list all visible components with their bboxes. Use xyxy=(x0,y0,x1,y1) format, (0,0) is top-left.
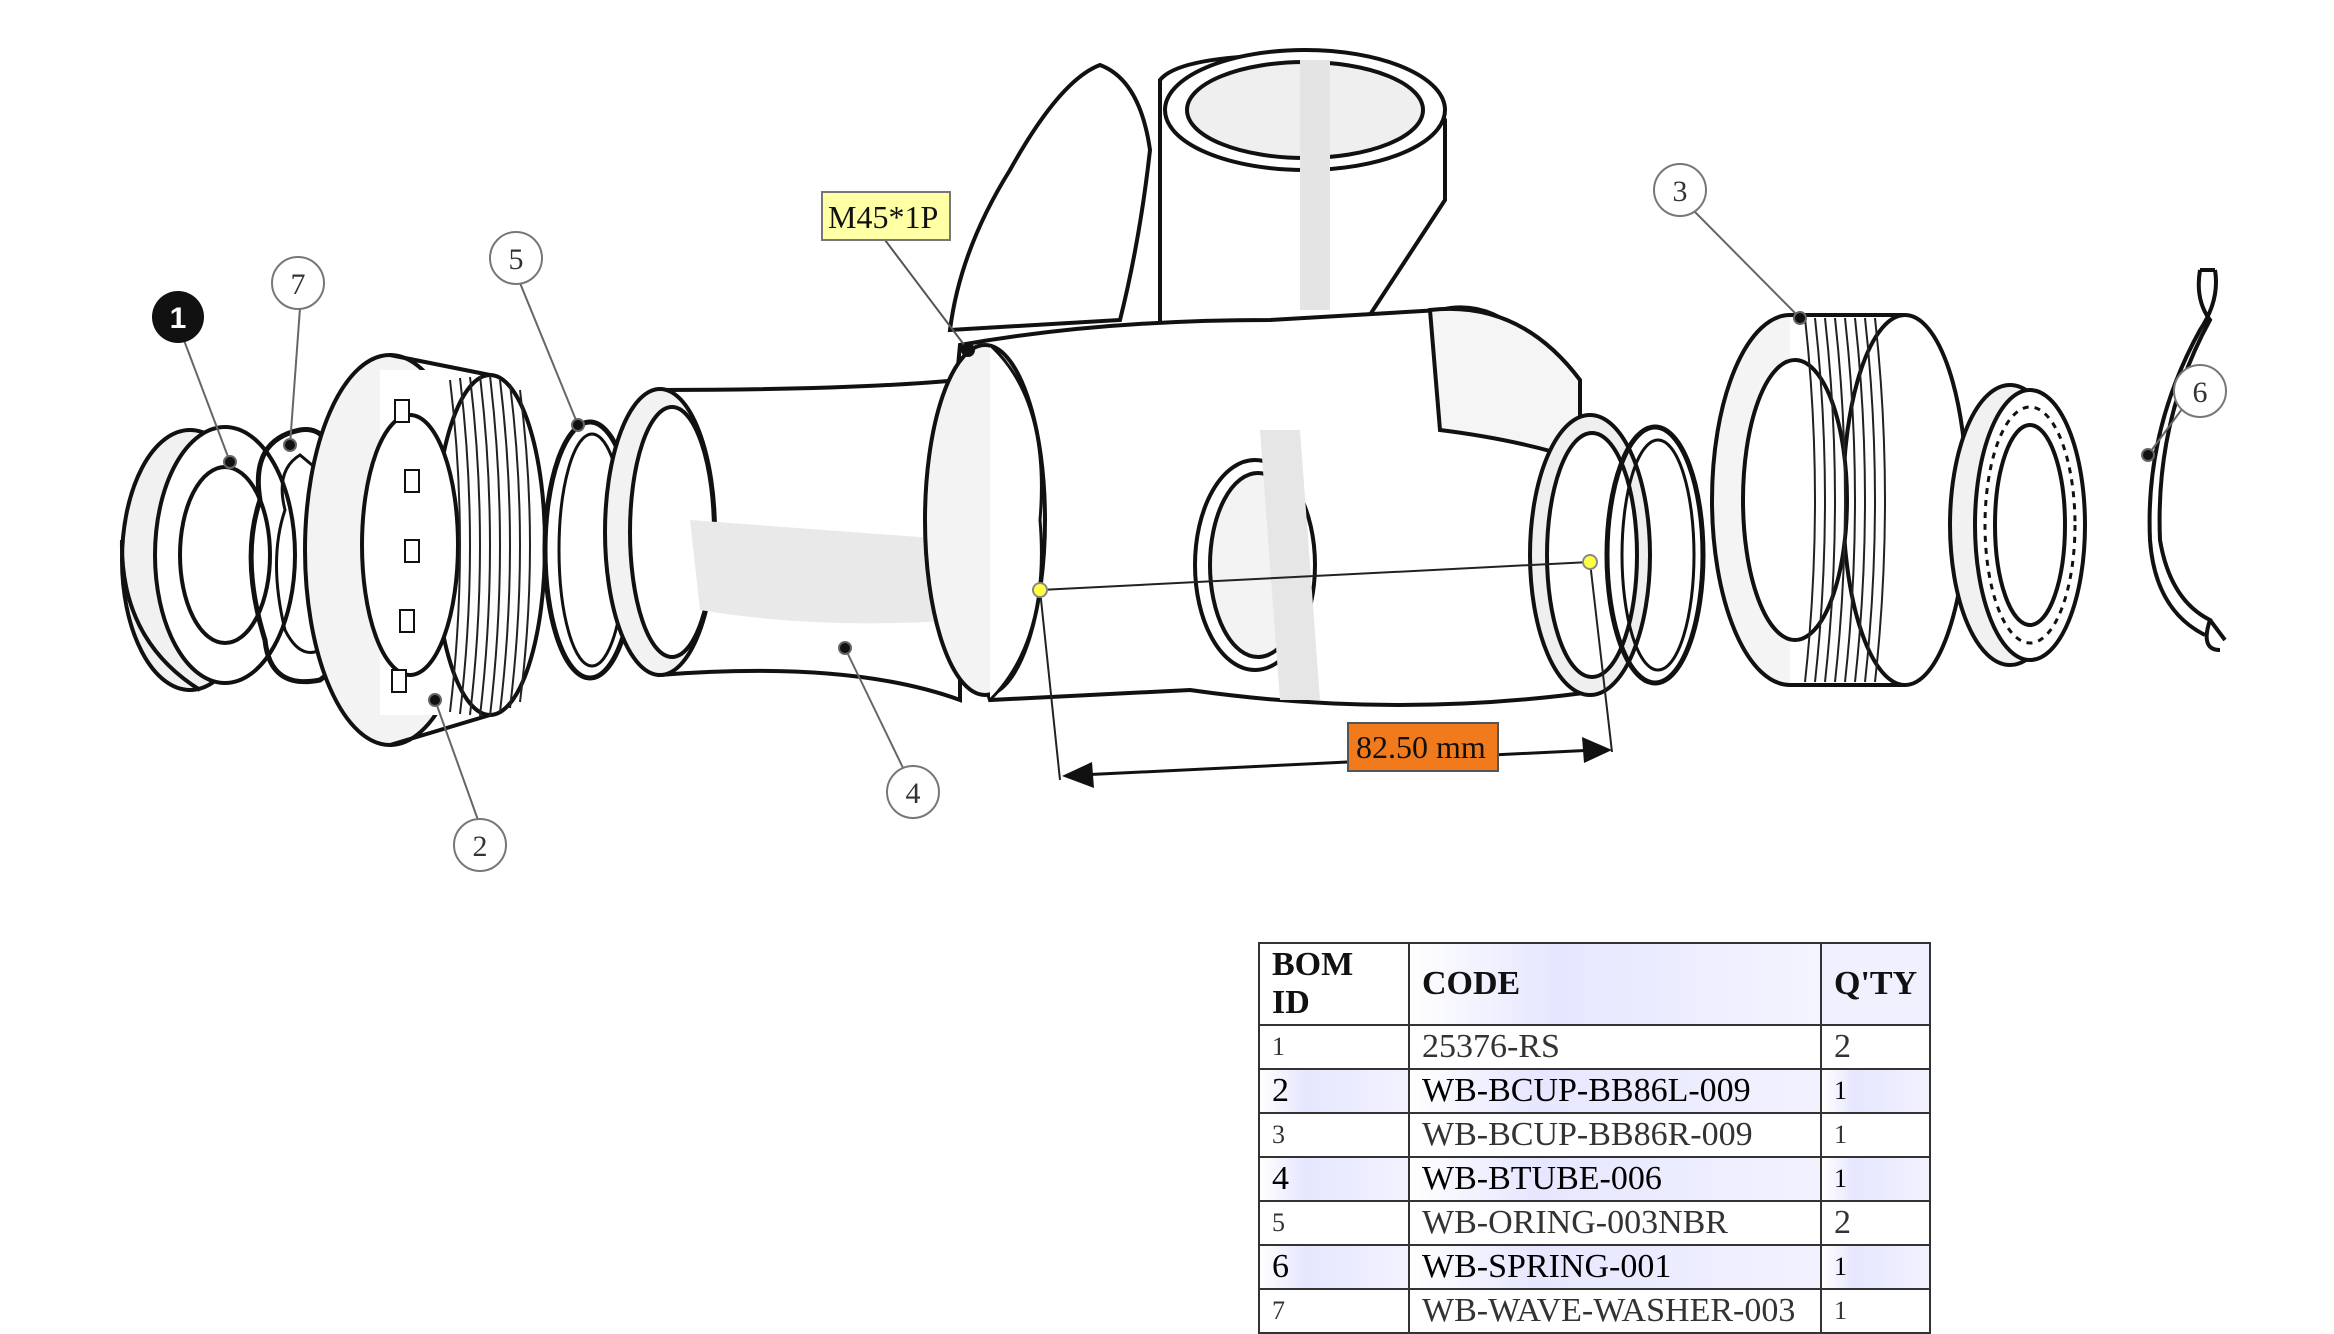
balloon-5: 5 xyxy=(489,231,543,285)
bom-cell-id: 6 xyxy=(1258,1244,1410,1290)
bom-cell-code: WB-WAVE-WASHER-003 xyxy=(1408,1288,1822,1334)
bom-cell-id: 4 xyxy=(1258,1156,1410,1202)
bom-header-id: BOM ID xyxy=(1258,942,1410,1026)
bom-cell-qty: 1 xyxy=(1819,1244,1932,1290)
bom-cell-id: 7 xyxy=(1258,1288,1410,1334)
bom-cell-id: 1 xyxy=(1258,1024,1410,1070)
bom-table: BOM ID CODE Q'TY 1 25376-RS 2 2 WB-BCUP-… xyxy=(1258,942,1932,1334)
bom-cell-code: WB-BCUP-BB86L-009 xyxy=(1408,1068,1822,1114)
thread-spec-label: M45*1P xyxy=(828,199,938,235)
balloon-6: 6 xyxy=(2173,364,2227,418)
table-row: 5 WB-ORING-003NBR 2 xyxy=(1258,1200,1932,1246)
dimension-markup: 82.50 mm xyxy=(1032,554,1613,788)
balloon-4: 4 xyxy=(886,765,940,819)
bom-cell-qty: 1 xyxy=(1819,1068,1932,1114)
svg-text:1: 1 xyxy=(170,302,187,335)
bom-cell-qty: 2 xyxy=(1819,1024,1932,1070)
table-row: 2 WB-BCUP-BB86L-009 1 xyxy=(1258,1068,1932,1114)
svg-text:5: 5 xyxy=(509,243,524,276)
leader-lines xyxy=(181,211,2186,821)
bom-cell-qty: 1 xyxy=(1819,1288,1932,1334)
table-row: 6 WB-SPRING-001 1 xyxy=(1258,1244,1932,1290)
balloon-2: 2 xyxy=(453,818,507,872)
bom-cell-id: 3 xyxy=(1258,1112,1410,1158)
bom-cell-id: 2 xyxy=(1258,1068,1410,1114)
svg-text:7: 7 xyxy=(291,268,306,301)
balloon-1: 1 xyxy=(152,291,204,343)
table-row: 3 WB-BCUP-BB86R-009 1 xyxy=(1258,1112,1932,1158)
exploded-assembly-diagram: 82.50 mm M45*1P 1 7 5 2 4 3 xyxy=(119,48,2227,872)
part-frame-shell xyxy=(923,48,1652,707)
balloon-3: 3 xyxy=(1653,163,1707,217)
part-o-ring-right xyxy=(1604,424,1706,686)
part-right-cup xyxy=(1710,313,1969,687)
part-left-cup xyxy=(303,353,547,747)
table-row: 7 WB-WAVE-WASHER-003 1 xyxy=(1258,1288,1932,1334)
svg-text:6: 6 xyxy=(2193,376,2208,409)
bom-cell-code: WB-ORING-003NBR xyxy=(1408,1200,1822,1246)
bom-header-qty: Q'TY xyxy=(1819,942,1932,1026)
bom-cell-code: WB-BCUP-BB86R-009 xyxy=(1408,1112,1822,1158)
bom-cell-qty: 1 xyxy=(1819,1156,1932,1202)
svg-text:3: 3 xyxy=(1673,175,1688,208)
bom-cell-qty: 2 xyxy=(1819,1200,1932,1246)
svg-text:4: 4 xyxy=(906,777,921,810)
part-bearing-right xyxy=(1948,383,2087,667)
bom-cell-qty: 1 xyxy=(1819,1112,1932,1158)
part-bb-tube xyxy=(603,377,962,703)
dimension-label: 82.50 mm xyxy=(1356,729,1486,765)
table-row: 4 WB-BTUBE-006 1 xyxy=(1258,1156,1932,1202)
bom-cell-code: 25376-RS xyxy=(1408,1024,1822,1070)
thread-callout: M45*1P xyxy=(821,191,975,357)
svg-text:2: 2 xyxy=(473,830,488,863)
part-spring-clip xyxy=(2147,268,2227,652)
balloon-7: 7 xyxy=(271,256,325,310)
bom-cell-id: 5 xyxy=(1258,1200,1410,1246)
bom-cell-code: WB-SPRING-001 xyxy=(1408,1244,1822,1290)
bom-header-code: CODE xyxy=(1408,942,1822,1026)
bom-header-row: BOM ID CODE Q'TY xyxy=(1258,942,1932,1026)
table-row: 1 25376-RS 2 xyxy=(1258,1024,1932,1070)
bom-cell-code: WB-BTUBE-006 xyxy=(1408,1156,1822,1202)
